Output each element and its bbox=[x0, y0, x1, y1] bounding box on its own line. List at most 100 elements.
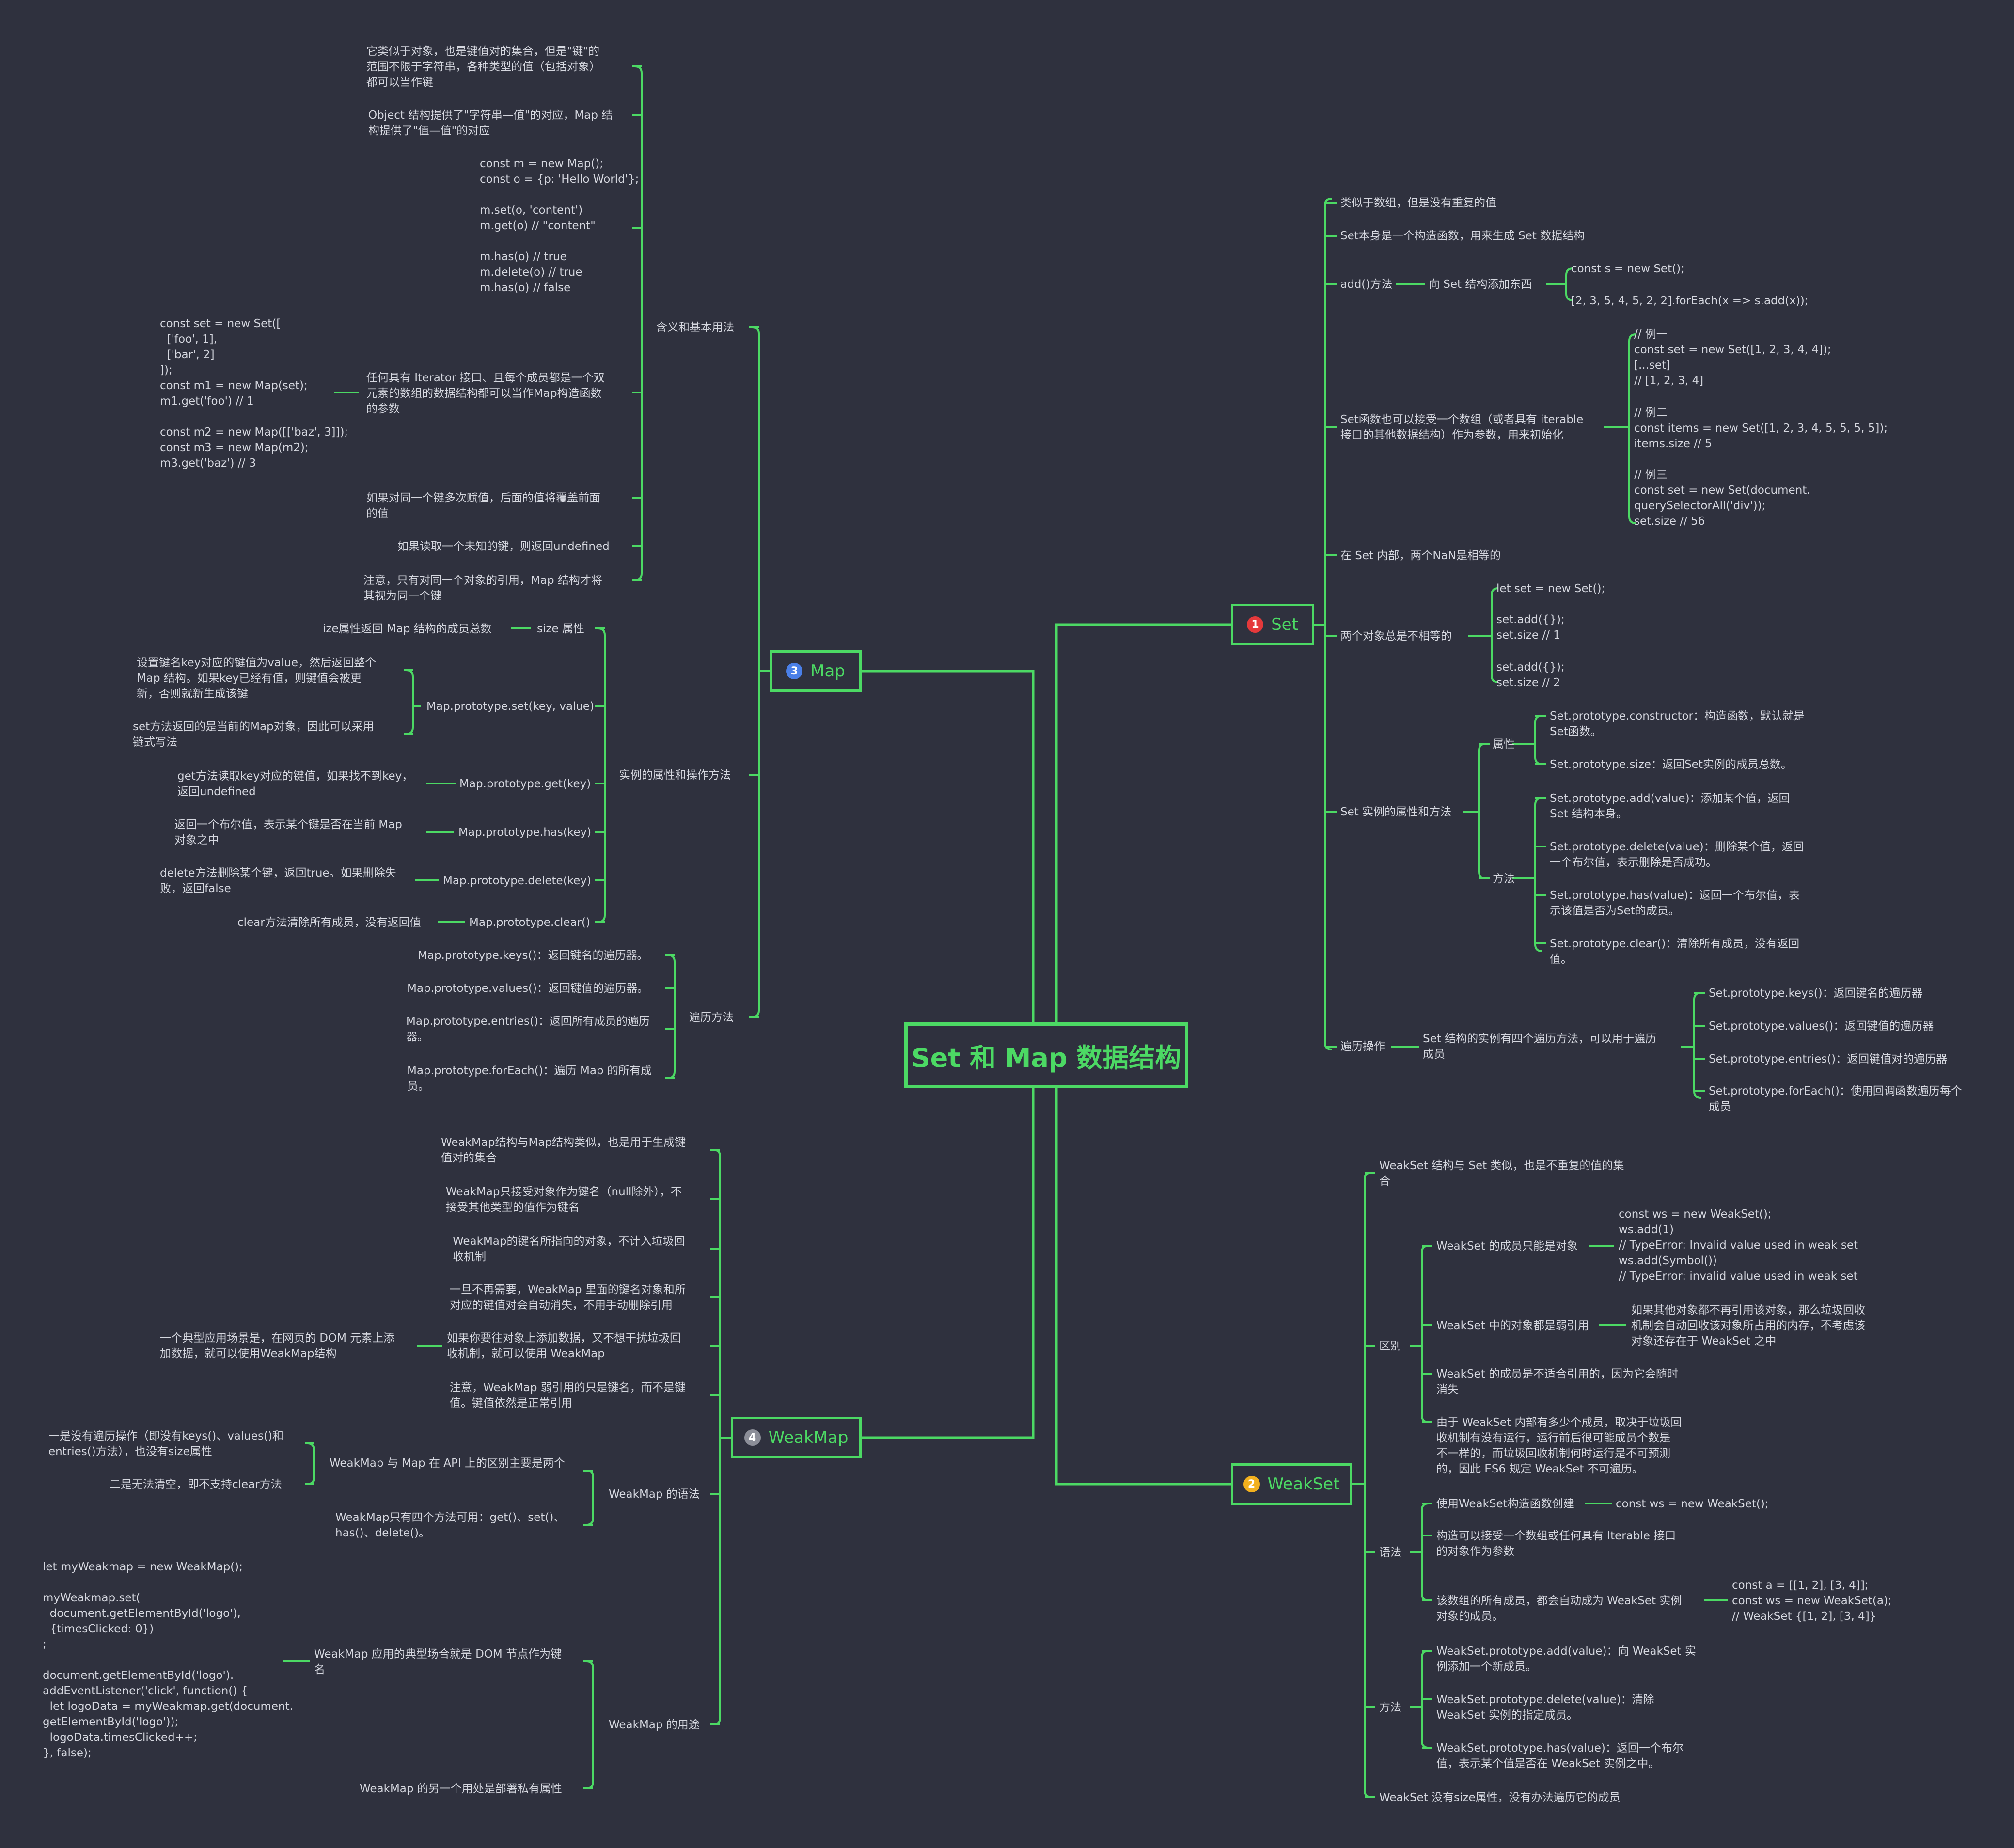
map-node[interactable]: Map.prototype.has(key) bbox=[458, 826, 592, 839]
branch-map[interactable]: 3 Map bbox=[770, 650, 862, 692]
set-node[interactable]: Set.prototype.clear()：清除所有成员，没有返回 值。 bbox=[1550, 938, 1800, 966]
set-node[interactable]: Set.prototype.keys()：返回键名的遍历器 bbox=[1709, 987, 1923, 1000]
map-node[interactable]: clear方法清除所有成员，没有返回值 bbox=[237, 916, 421, 929]
map-node[interactable]: 遍历方法 bbox=[689, 1011, 734, 1024]
weakset-node[interactable]: 由于 WeakSet 内部有多少个成员，取决于垃圾回 收机制有没有运行，运行前后… bbox=[1436, 1416, 1682, 1475]
map-node[interactable]: Object 结构提供了"字符串—值"的对应，Map 结 构提供了"值—值"的对… bbox=[368, 109, 613, 137]
weakmap-node[interactable]: 一旦不再需要，WeakMap 里面的键名对象和所 对应的键值对会自动消失，不用手… bbox=[450, 1284, 686, 1312]
set-node[interactable]: 方法 bbox=[1493, 873, 1515, 885]
weakset-node[interactable]: WeakSet 的成员是不适合引用的，因为它会随时 消失 bbox=[1436, 1368, 1679, 1396]
connector-line bbox=[1421, 1245, 1429, 1423]
weakmap-node[interactable]: 一是没有遍历操作（即没有keys()、values()和 entries()方法… bbox=[48, 1430, 283, 1458]
weakmap-node[interactable]: WeakMap结构与Map结构类似，也是用于生成键 值对的集合 bbox=[441, 1136, 686, 1164]
branch-label: WeakMap bbox=[768, 1428, 849, 1447]
weakmap-node[interactable]: 一个典型应用场景是，在网页的 DOM 元素上添 加数据，就可以使用WeakMap… bbox=[160, 1332, 395, 1360]
set-node[interactable]: 向 Set 结构添加东西 bbox=[1429, 278, 1532, 291]
code-snippet: set.add({}); set.size // 1 bbox=[1496, 613, 1565, 642]
set-node[interactable]: 类似于数组，但是没有重复的值 bbox=[1340, 197, 1496, 209]
weakset-node[interactable]: WeakSet.prototype.delete(value)：清除 WeakS… bbox=[1436, 1693, 1654, 1722]
set-node[interactable]: Set.prototype.delete(value)：删除某个值，返回 一个布… bbox=[1550, 841, 1804, 869]
map-node[interactable]: get方法读取key对应的键值，如果找不到key， 返回undefined bbox=[177, 770, 413, 798]
connector-line bbox=[1421, 1503, 1429, 1601]
map-node[interactable]: 设置键名key对应的键值为value，然后返回整个 Map 结构。如果key已经… bbox=[137, 657, 377, 700]
set-node[interactable]: Set本身是一个构造函数，用来生成 Set 数据结构 bbox=[1340, 230, 1585, 242]
map-node[interactable]: delete方法删除某个键，返回true。如果删除失 败，返回false bbox=[160, 867, 396, 895]
map-node[interactable]: Map.prototype.clear() bbox=[469, 916, 590, 929]
weakset-node[interactable]: WeakSet 没有size属性，没有办法遍历它的成员 bbox=[1379, 1791, 1621, 1804]
weakset-node[interactable]: WeakSet.prototype.add(value)：向 WeakSet 实… bbox=[1436, 1645, 1696, 1673]
map-node[interactable]: 如果对同一个键多次赋值，后面的值将覆盖前面 的值 bbox=[366, 492, 600, 520]
map-node[interactable]: size 属性 bbox=[537, 623, 584, 635]
map-node[interactable]: 含义和基本用法 bbox=[656, 321, 734, 334]
code-snippet: const s = new Set(); bbox=[1571, 263, 1684, 275]
map-node[interactable]: 返回一个布尔值，表示某个键是否在当前 Map 对象之中 bbox=[174, 818, 402, 846]
weakset-node[interactable]: 如果其他对象都不再引用该对象，那么垃圾回收 机制会自动回收该对象所占用的内存，不… bbox=[1631, 1304, 1865, 1347]
set-node[interactable]: Set.prototype.add(value)：添加某个值，返回 Set 结构… bbox=[1550, 792, 1790, 820]
set-node[interactable]: Set 实例的属性和方法 bbox=[1340, 806, 1452, 818]
set-node[interactable]: Set 结构的实例有四个遍历方法，可以用于遍历 成员 bbox=[1423, 1033, 1657, 1061]
branch-set[interactable]: 1 Set bbox=[1231, 604, 1314, 645]
weakset-node[interactable]: 使用WeakSet构造函数创建 bbox=[1436, 1498, 1574, 1510]
map-node[interactable]: Map.prototype.keys()：返回键名的遍历器。 bbox=[418, 949, 648, 962]
weakmap-node[interactable]: 如果你要往对象上添加数据，又不想干扰垃圾回 收机制，就可以使用 WeakMap bbox=[447, 1332, 681, 1360]
code-snippet: // 例二 const items = new Set([1, 2, 3, 4,… bbox=[1634, 407, 1888, 450]
weakmap-node[interactable]: WeakMap 的用途 bbox=[609, 1719, 700, 1731]
set-node[interactable]: Set函数也可以接受一个数组（或者具有 iterable 接口的其他数据结构）作… bbox=[1340, 413, 1584, 441]
map-node[interactable]: Map.prototype.set(key, value) bbox=[426, 700, 595, 713]
set-node[interactable]: add()方法 bbox=[1340, 278, 1393, 291]
connector-line bbox=[1565, 267, 1573, 301]
map-node[interactable]: 实例的属性和操作方法 bbox=[619, 769, 731, 782]
connector-line bbox=[307, 1442, 315, 1485]
weakset-node[interactable]: 构造可以接受一个数组或任何具有 Iterable 接口 的对象作为参数 bbox=[1436, 1530, 1676, 1558]
map-node[interactable]: 如果读取一个未知的键，则返回undefined bbox=[397, 540, 610, 553]
connector-line bbox=[1491, 587, 1499, 683]
map-node[interactable]: Map.prototype.values()：返回键值的遍历器。 bbox=[407, 982, 649, 995]
weakset-node[interactable]: WeakSet 中的对象都是弱引用 bbox=[1436, 1319, 1589, 1332]
map-node[interactable]: Map.prototype.delete(key) bbox=[443, 875, 591, 887]
weakset-node[interactable]: WeakSet 的成员只能是对象 bbox=[1436, 1240, 1578, 1253]
code-snippet: const ws = new WeakSet(); ws.add(1) // T… bbox=[1619, 1208, 1858, 1283]
set-node[interactable]: 属性 bbox=[1493, 738, 1515, 751]
weakmap-node[interactable]: WeakMap 应用的典型场合就是 DOM 节点作为键 名 bbox=[314, 1648, 562, 1676]
code-snippet: let set = new Set(); bbox=[1496, 582, 1605, 595]
branch-weakmap[interactable]: 4 WeakMap bbox=[731, 1417, 862, 1458]
weakset-node[interactable]: WeakSet 结构与 Set 类似，也是不重复的值的集 合 bbox=[1379, 1159, 1624, 1188]
weakset-node[interactable]: 该数组的所有成员，都会自动成为 WeakSet 实例 对象的成员。 bbox=[1436, 1595, 1682, 1623]
weakmap-node[interactable]: WeakMap只接受对象作为键名（null除外），不 接受其他类型的值作为键名 bbox=[446, 1186, 682, 1214]
weakmap-node[interactable]: 二是无法清空，即不支持clear方法 bbox=[110, 1478, 282, 1491]
map-node[interactable]: ize属性返回 Map 结构的成员总数 bbox=[323, 623, 492, 635]
weakmap-node[interactable]: WeakMap 的另一个用处是部署私有属性 bbox=[360, 1783, 562, 1795]
set-node[interactable]: Set.prototype.constructor：构造函数，默认就是 Set函… bbox=[1550, 710, 1805, 738]
map-node[interactable]: set方法返回的是当前的Map对象，因此可以采用 链式写法 bbox=[133, 720, 374, 749]
branch-weakset[interactable]: 2 WeakSet bbox=[1231, 1463, 1352, 1505]
set-node[interactable]: 两个对象总是不相等的 bbox=[1340, 630, 1452, 642]
map-node[interactable]: 它类似于对象，也是键值对的集合，但是"键"的 范围不限于字符串，各种类型的值（包… bbox=[366, 45, 600, 89]
set-node[interactable]: Set.prototype.entries()：返回键值对的遍历器 bbox=[1709, 1053, 1948, 1065]
set-node[interactable]: 遍历操作 bbox=[1340, 1040, 1385, 1053]
weakset-node[interactable]: 方法 bbox=[1379, 1701, 1401, 1714]
map-node[interactable]: 注意，只有对同一个对象的引用，Map 结构才将 其视为同一个键 bbox=[363, 574, 602, 602]
weakset-node[interactable]: 区别 bbox=[1379, 1340, 1401, 1352]
map-node[interactable]: Map.prototype.get(key) bbox=[459, 778, 591, 790]
set-node[interactable]: 在 Set 内部，两个NaN是相等的 bbox=[1340, 549, 1501, 562]
set-node[interactable]: Set.prototype.values()：返回键值的遍历器 bbox=[1709, 1020, 1934, 1033]
weakset-node[interactable]: WeakSet.prototype.has(value)：返回一个布尔 值，表示… bbox=[1436, 1742, 1684, 1770]
root-topic[interactable]: Set 和 Map 数据结构 bbox=[904, 1022, 1188, 1088]
weakmap-node[interactable]: WeakMap 与 Map 在 API 上的区别主要是两个 bbox=[330, 1457, 565, 1470]
weakmap-node[interactable]: 注意，WeakMap 弱引用的只是键名，而不是键 值。键值依然是正常引用 bbox=[450, 1381, 686, 1409]
connector-line bbox=[862, 1088, 1035, 1439]
set-node[interactable]: Set.prototype.has(value)：返回一个布尔值，表 示该值是否… bbox=[1550, 889, 1800, 917]
map-node[interactable]: Map.prototype.entries()：返回所有成员的遍历 器。 bbox=[406, 1015, 650, 1043]
map-node[interactable]: Map.prototype.forEach()：遍历 Map 的所有成 员。 bbox=[407, 1065, 652, 1093]
weakmap-node[interactable]: WeakMap的键名所指向的对象，不计入垃圾回 收机制 bbox=[453, 1235, 685, 1263]
weakset-node[interactable]: 语法 bbox=[1379, 1546, 1401, 1559]
connector-line bbox=[713, 1149, 721, 1725]
weakmap-node[interactable]: WeakMap 的语法 bbox=[609, 1488, 700, 1501]
weakmap-node[interactable]: WeakMap只有四个方法可用：get()、set()、 has()、delet… bbox=[335, 1511, 565, 1539]
number-badge-icon: 2 bbox=[1243, 1476, 1260, 1492]
connector-line bbox=[1364, 1172, 1372, 1798]
map-node[interactable]: 任何具有 Iterator 接口、且每个成员都是一个双 元素的数组的数据结构都可… bbox=[366, 372, 605, 415]
set-node[interactable]: Set.prototype.size：返回Set实例的成员总数。 bbox=[1550, 758, 1792, 771]
set-node[interactable]: Set.prototype.forEach()：使用回调函数遍历每个 成员 bbox=[1709, 1085, 1962, 1113]
